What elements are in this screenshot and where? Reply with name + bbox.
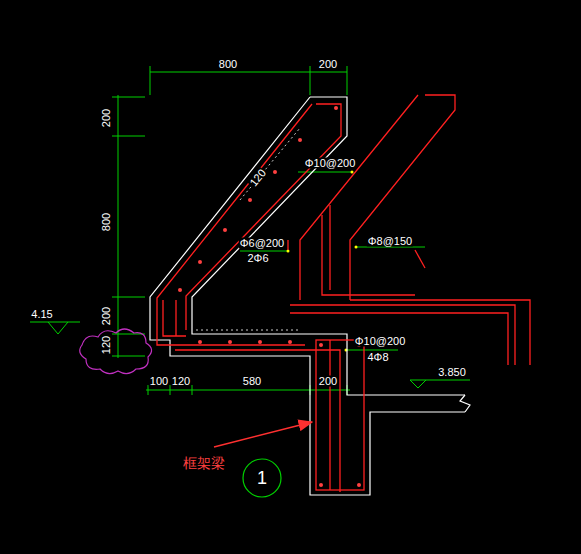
dimension: 120 [101, 335, 112, 355]
dimension: 580 [242, 376, 262, 387]
rebar-note: Φ6@200 [239, 238, 285, 249]
dimension: 200 [318, 376, 338, 387]
rebar-note: Φ10@200 [354, 336, 407, 347]
callout-label: 框架梁 [182, 456, 226, 470]
dimension: 100 [149, 376, 169, 387]
dimension: 200 [101, 108, 112, 128]
dimension: 120 [171, 376, 191, 387]
dimension: 800 [218, 59, 238, 70]
rebar-note: 2Φ6 [246, 253, 269, 264]
rebar-note: Φ10@200 [304, 158, 357, 169]
rebar-note: Φ8@150 [367, 236, 413, 247]
dimension: 120 [247, 167, 268, 190]
dimension: 800 [101, 212, 112, 232]
level-mark: 3.850 [437, 367, 467, 378]
rebar-note: 4Φ8 [366, 352, 389, 363]
detail-circle: 1 [247, 463, 277, 493]
detail-number: 1 [257, 468, 267, 489]
level-mark: 4.15 [30, 309, 53, 320]
dimension: 200 [101, 306, 112, 326]
dimension: 200 [318, 59, 338, 70]
